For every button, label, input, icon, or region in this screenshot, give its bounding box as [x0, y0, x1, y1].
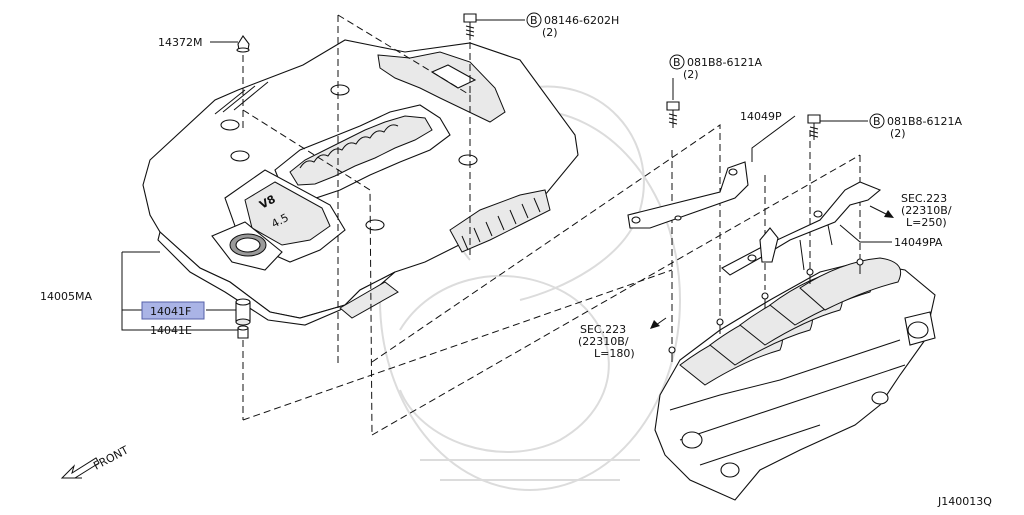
label-bolt3-code[interactable]: 081B8-6121A [887, 115, 963, 128]
bolt-marker-2-text: B [673, 56, 681, 69]
label-bolt1-code[interactable]: 08146-6202H [544, 14, 619, 27]
label-sec1-len: L=250) [906, 216, 947, 229]
leader-lines [121, 19, 892, 331]
label-14372M[interactable]: 14372M [158, 36, 202, 49]
front-indicator: FRONT [60, 443, 131, 479]
label-sec1-ref: (22310B/ [901, 204, 952, 217]
front-arrow-icon [60, 457, 100, 479]
bolt-top-center [463, 13, 477, 40]
sec-arrow-left [650, 317, 667, 329]
bolt-mid-left [666, 101, 680, 128]
label-14041F[interactable]: 14041F [150, 305, 191, 318]
collar-14041E [237, 325, 249, 339]
engine-cover: V8 4.5 [142, 39, 579, 326]
bolt-marker-3-text: B [873, 115, 881, 128]
label-sec2-title[interactable]: SEC.223 [580, 323, 626, 336]
front-label: FRONT [91, 443, 131, 472]
label-bolt2-code[interactable]: 081B8-6121A [687, 56, 763, 69]
sec-arrow-right [869, 205, 894, 218]
highlight-14041F [141, 301, 205, 320]
diagram-code: J140013Q [937, 495, 992, 508]
bolt-marker-1-text: B [530, 14, 538, 27]
insulator-14041F [235, 298, 251, 326]
intake-manifold [654, 257, 936, 501]
label-sec2-len: L=180) [594, 347, 635, 360]
label-14049P[interactable]: 14049P [740, 110, 782, 123]
label-bolt1-qty: (2) [542, 26, 558, 39]
bolt-marker-2: B [669, 54, 685, 70]
bracket-14049PA [721, 181, 882, 276]
label-14041E[interactable]: 14041E [150, 324, 192, 337]
label-14005MA[interactable]: 14005MA [40, 290, 92, 303]
bolt-right [807, 114, 821, 140]
label-bolt3-qty: (2) [890, 127, 906, 140]
bolt-marker-3: B [869, 113, 885, 129]
label-14049PA[interactable]: 14049PA [894, 236, 943, 249]
bracket-14049P [627, 161, 749, 229]
grommet-14372M [236, 35, 250, 53]
label-sec2-ref: (22310B/ [578, 335, 629, 348]
callout-labels: 14372M 08146-6202H (2) 081B8-6121A (2) 1… [40, 14, 992, 508]
label-bolt2-qty: (2) [683, 68, 699, 81]
label-sec1-title[interactable]: SEC.223 [901, 192, 947, 205]
bolt-marker-1: B [526, 12, 542, 28]
